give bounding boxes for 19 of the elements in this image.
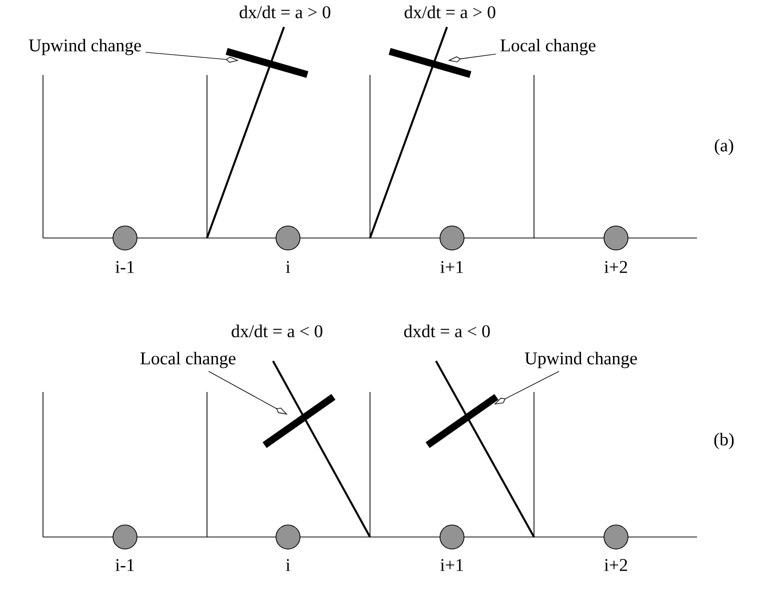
text-label: i bbox=[286, 261, 290, 273]
wavefront-bar bbox=[226, 48, 308, 78]
text-label: (b) bbox=[714, 432, 734, 450]
wavefront-bar bbox=[388, 48, 472, 78]
text-label: i+2 bbox=[604, 261, 628, 273]
wavefront-bar bbox=[262, 394, 336, 448]
callout-text: Local change bbox=[140, 352, 236, 368]
text-label: i-1 bbox=[115, 261, 134, 273]
text-label: (a) bbox=[714, 138, 734, 156]
callout-text: Upwind change bbox=[28, 38, 141, 56]
text-label: i-1 bbox=[115, 559, 134, 571]
callout-text: Upwind change bbox=[524, 352, 637, 368]
text-label: dxdt = a < 0 bbox=[404, 324, 490, 338]
text-label: i bbox=[286, 559, 290, 571]
text-label: i+1 bbox=[440, 261, 463, 273]
callout-text: Local change bbox=[500, 38, 596, 56]
text-label: i+2 bbox=[604, 559, 628, 571]
text-label: i+1 bbox=[440, 559, 463, 571]
wavefront-bar bbox=[426, 394, 498, 448]
